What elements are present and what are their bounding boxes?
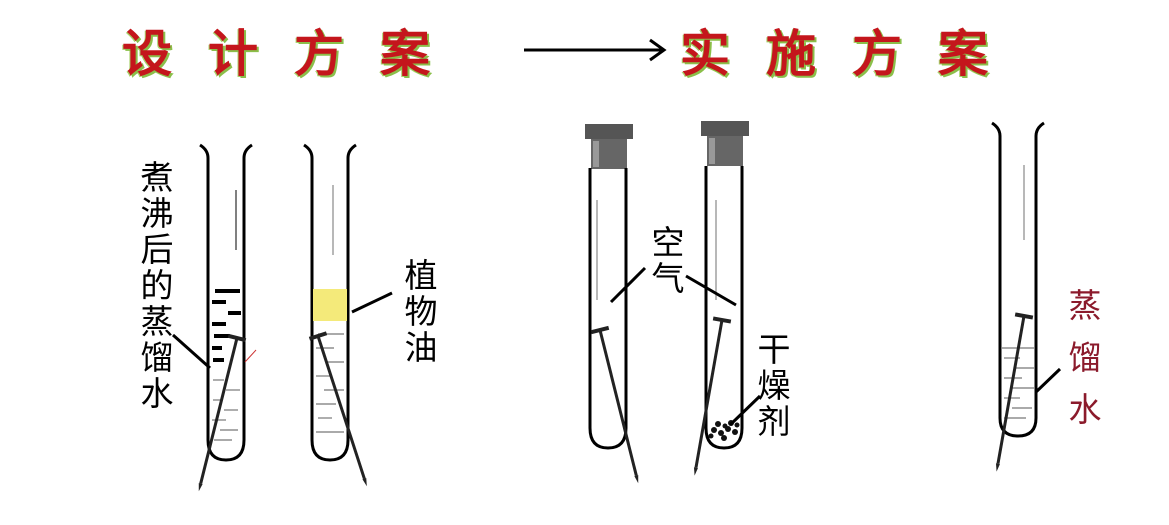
- air-label: 空气: [651, 223, 685, 298]
- plant-oil-label: 植物油: [404, 256, 438, 367]
- distilled-water-label: 蒸馏水: [1068, 286, 1102, 429]
- test-tube-air: [585, 124, 649, 488]
- test-tube-desiccant: [683, 121, 762, 480]
- desiccant-label: 干燥剂: [757, 330, 791, 441]
- design-plan-title: 设计方案: [122, 24, 466, 83]
- test-tube-distilled-water: [985, 121, 1062, 476]
- arrow-right-icon: [524, 38, 667, 62]
- boiled-water-label: 煮沸后的蒸馏水: [140, 158, 174, 413]
- implementation-plan-title: 实施方案: [680, 24, 1024, 83]
- test-tube-plant-oil: [303, 143, 393, 492]
- test-tube-boiled-water: [188, 143, 257, 496]
